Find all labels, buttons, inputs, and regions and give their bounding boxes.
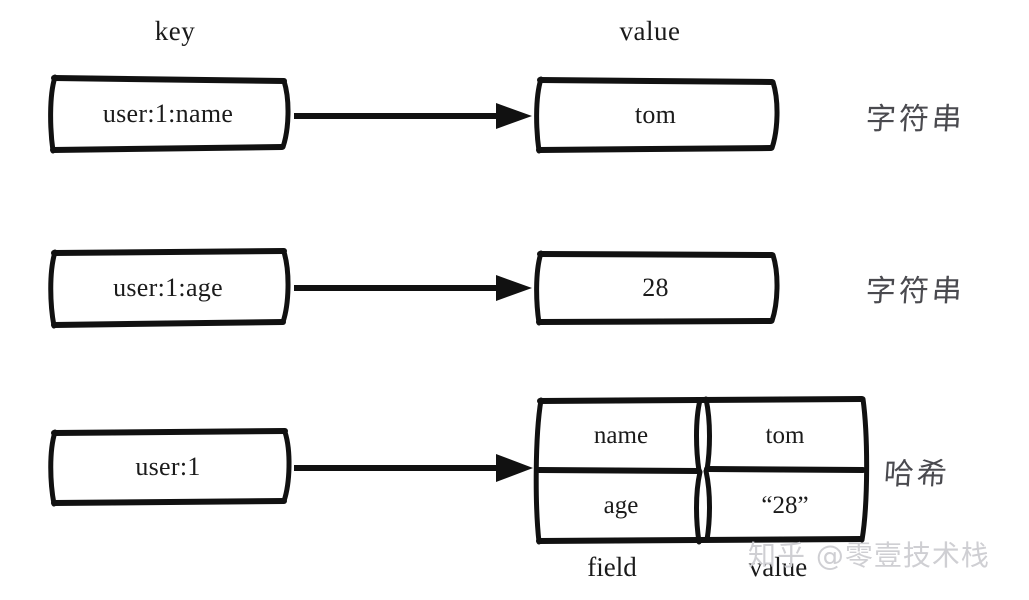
type-label-row-3: 哈希: [882, 457, 951, 492]
hash-field-cell-1: age: [603, 492, 639, 519]
type-label-row-2: 字符串: [864, 274, 966, 309]
arrow-row-3: [294, 452, 536, 484]
key-box-row-2-text: user:1:age: [113, 273, 223, 302]
value-box-row-2-text: 28: [642, 273, 669, 302]
value-box-row-1-text: tom: [634, 100, 677, 129]
type-label-row-1: 字符串: [864, 102, 966, 137]
hash-table: name tom age “28”: [533, 396, 870, 545]
hash-value-cell-1: “28”: [761, 492, 809, 519]
key-box-row-3-text: user:1: [135, 452, 201, 481]
key-box-row-1: user:1:name: [48, 74, 291, 154]
hash-field-column-label: field: [587, 552, 637, 582]
value-box-row-2: 28: [534, 250, 780, 326]
watermark: 知乎 @零壹技术栈: [748, 539, 990, 572]
key-box-row-2: user:1:age: [48, 248, 291, 329]
arrow-row-2: [294, 272, 536, 304]
column-header-key: key: [154, 16, 196, 46]
arrow-row-1: [294, 100, 536, 132]
column-header-value: value: [619, 16, 681, 46]
hash-value-cell-0: tom: [765, 422, 805, 449]
hash-value-column-label: value: [748, 552, 808, 582]
key-box-row-3: user:1: [48, 428, 292, 507]
value-box-row-1: tom: [534, 76, 780, 154]
hash-field-cell-0: name: [593, 422, 649, 449]
key-box-row-1-text: user:1:name: [102, 99, 234, 128]
